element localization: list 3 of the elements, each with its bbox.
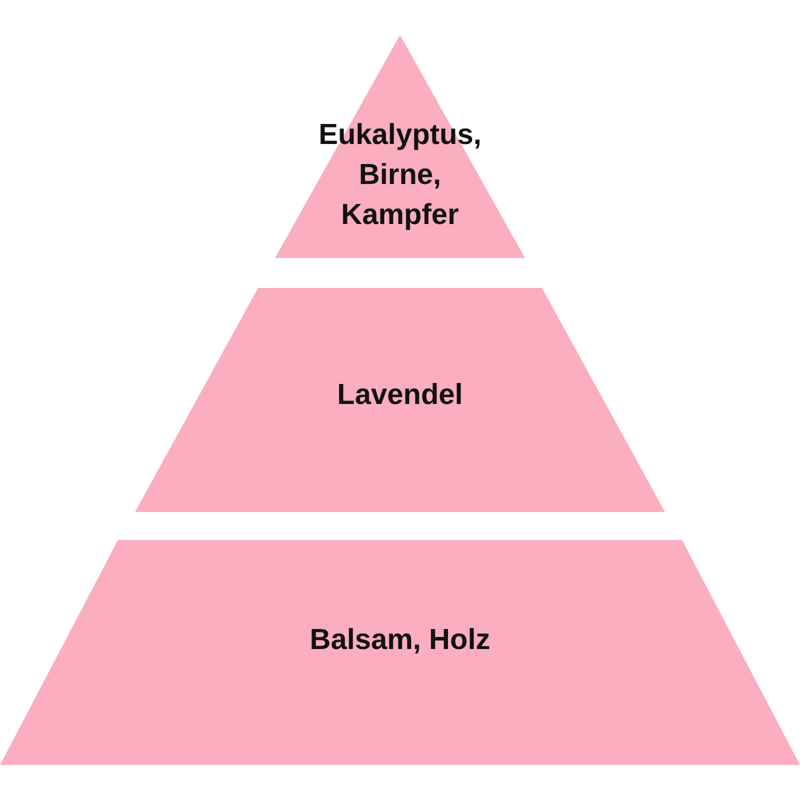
layer-label: Lavendel (336, 378, 464, 413)
layer-label: Eukalyptus, Birne, Kampfer (318, 118, 482, 233)
layer-label: Balsam, Holz (308, 623, 492, 658)
